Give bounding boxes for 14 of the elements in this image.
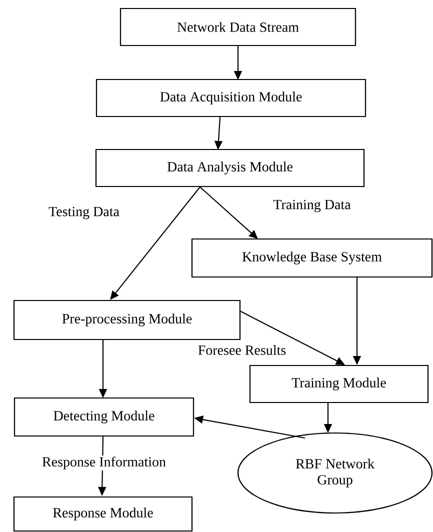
process-box: Detecting Module	[14, 397, 194, 437]
process-box: Network Data Stream	[120, 8, 356, 46]
arrow	[200, 186, 258, 239]
edge-label: Testing Data	[48, 206, 120, 220]
process-box: Data Analysis Module	[95, 148, 365, 188]
edge-label: Response Information	[40, 456, 168, 470]
process-box: Response Module	[13, 496, 193, 532]
edge-label: Training Data	[272, 198, 352, 214]
process-box: Pre-processing Module	[13, 300, 241, 340]
edge-label: Foresee Results	[196, 344, 288, 356]
process-box: Data Acquisition Module	[96, 78, 366, 118]
ellipse-node: RBF Network Group	[237, 432, 433, 514]
process-box: Training Module	[249, 364, 429, 404]
process-box: Knowledge Base System	[191, 238, 433, 278]
